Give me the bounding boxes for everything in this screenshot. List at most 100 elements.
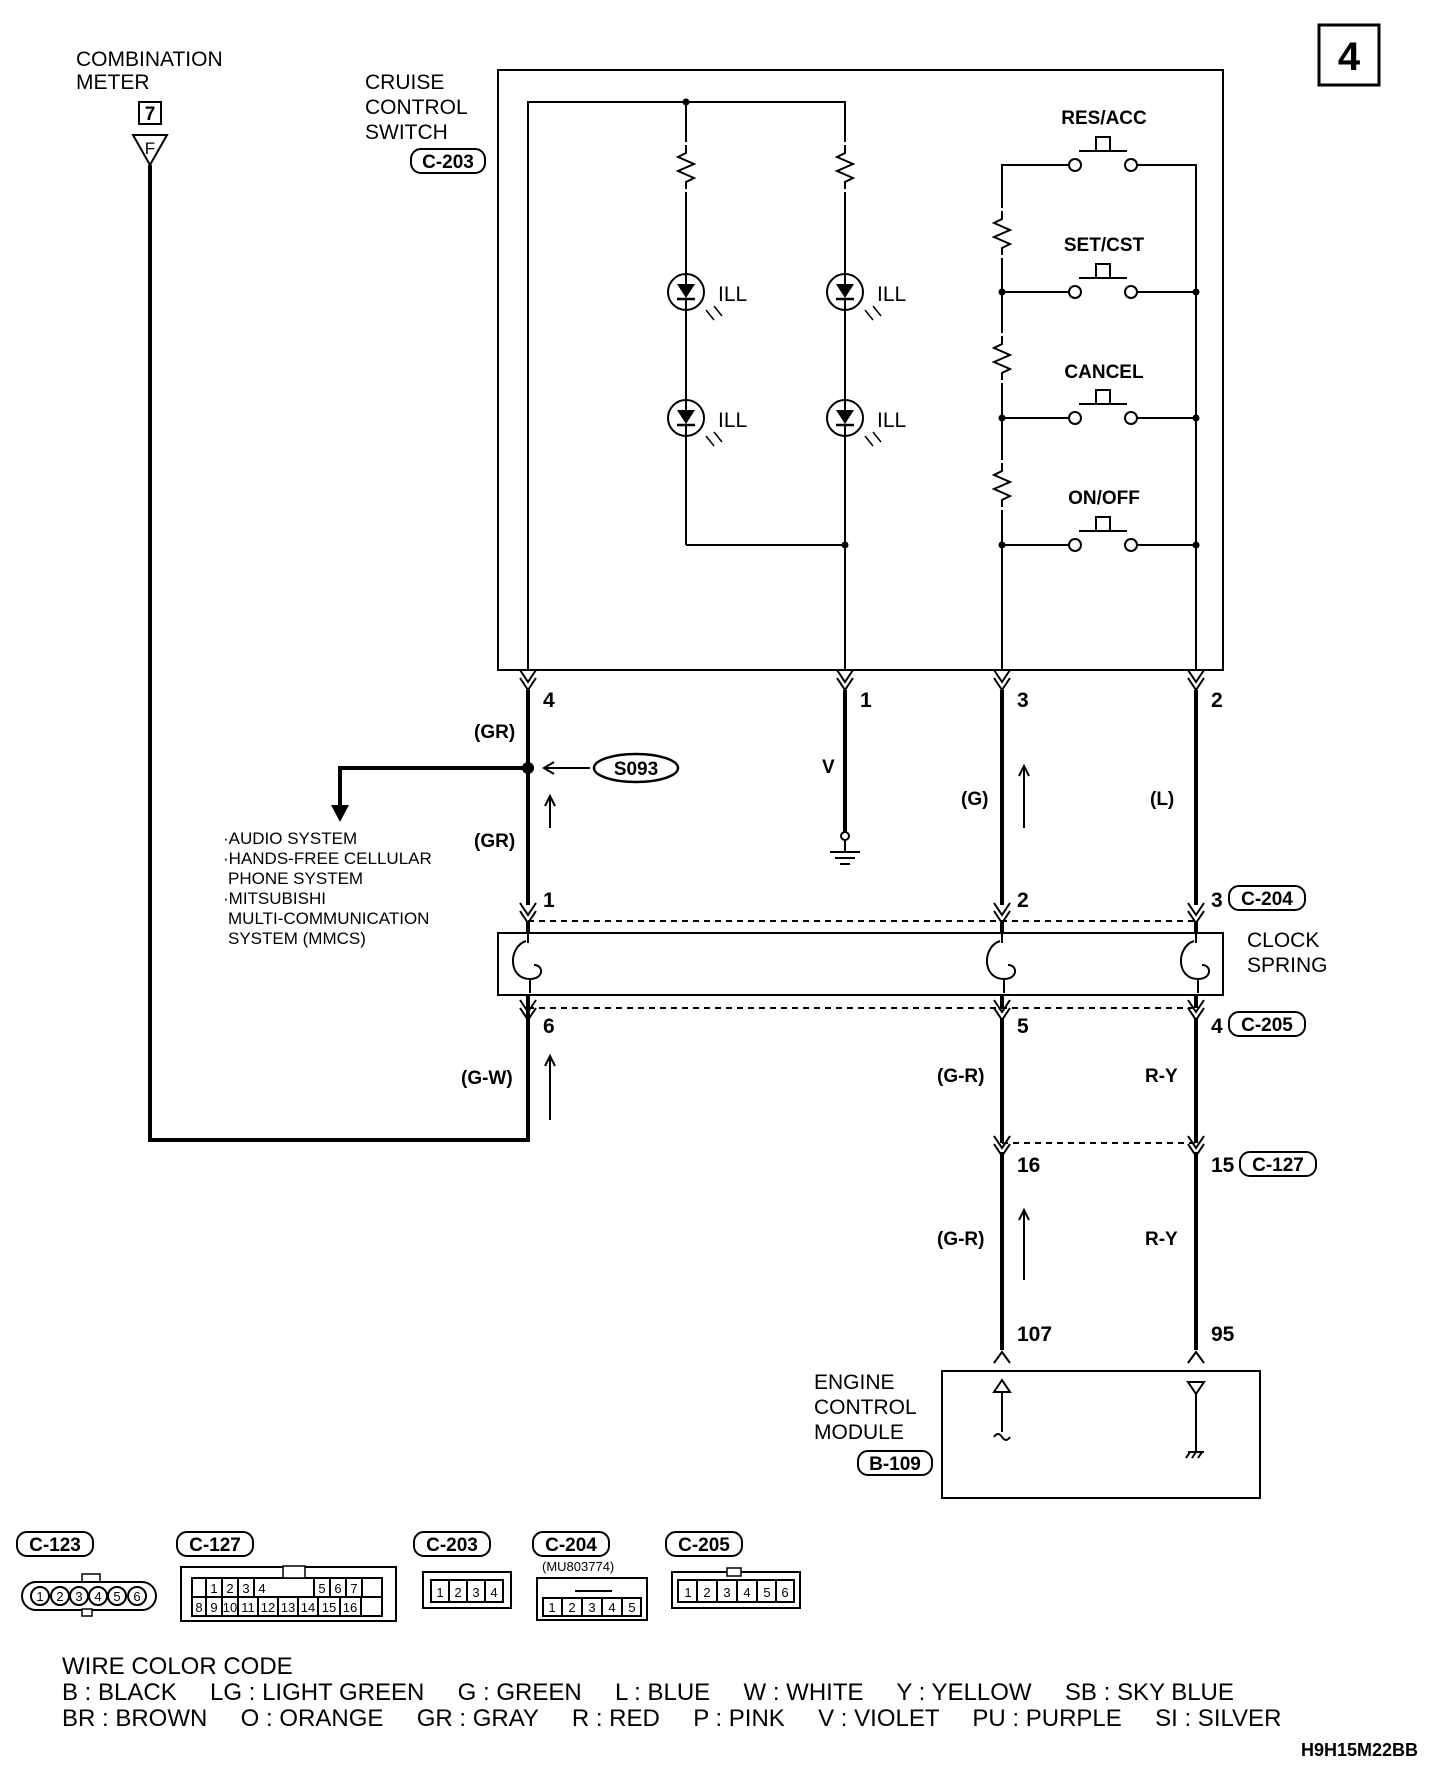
switch-circuit-right [1131, 164, 1197, 670]
connector-view-c123: C-123 1 2 3 4 5 6 [16, 1531, 157, 1617]
wire-label-ry: R-Y [1145, 1066, 1178, 1087]
ecm-label: ENGINE [814, 1371, 895, 1394]
svg-text:4: 4 [490, 1585, 497, 1600]
cruise-switch-connector: C-203 [422, 152, 474, 173]
switch-cancel-icon [1068, 389, 1138, 425]
flow-arrow-icon [544, 793, 556, 828]
clock-spring-box [497, 932, 1224, 996]
svg-text:3: 3 [242, 1581, 249, 1596]
connector-arrow-icon [993, 669, 1011, 691]
switch-on-off-icon [1068, 516, 1138, 552]
svg-text:C-204: C-204 [545, 1535, 597, 1556]
ill-label: ILL [718, 283, 747, 306]
c205-connector: C-205 [1241, 1015, 1293, 1036]
cruise-switch-label-3: SWITCH [365, 121, 448, 144]
clock-spring-coil-icon [511, 932, 543, 994]
connector-view-c127: C-127 1 2 3 4 5 6 7 8 9 10 11 12 13 14 1… [176, 1531, 397, 1622]
ecm-label-2: CONTROL [814, 1396, 917, 1419]
svg-text:9: 9 [210, 1600, 217, 1615]
switch-label-set-cst: SET/CST [1064, 235, 1145, 256]
svg-text:3: 3 [75, 1589, 82, 1604]
combination-meter-label: COMBINATION [76, 48, 223, 71]
splice-oval [592, 752, 680, 784]
svg-text:C-205: C-205 [678, 1535, 730, 1556]
svg-text:16: 16 [343, 1600, 357, 1615]
svg-text:5: 5 [628, 1600, 635, 1615]
branch-arrow-icon [331, 805, 349, 822]
svg-text:1: 1 [436, 1585, 443, 1600]
cruise-switch-box [497, 69, 1224, 671]
svg-text:3: 3 [723, 1585, 730, 1600]
wire-label-gr: (GR) [474, 722, 515, 743]
wire-label-gr-red: (G-R) [937, 1066, 984, 1087]
wire-label-l: (L) [1150, 789, 1174, 810]
svg-text:1: 1 [210, 1581, 217, 1596]
wire-color-code-row-1: B : BLACK LG : LIGHT GREEN G : GREEN L :… [62, 1679, 1234, 1706]
combination-meter-pin-box [138, 101, 162, 125]
clock-spring-bottom-pin: 5 [1017, 1015, 1029, 1038]
ecm-ground-icon [1185, 1451, 1204, 1459]
svg-text:(MU803774): (MU803774) [542, 1559, 614, 1574]
connector-arrow-icon [836, 669, 854, 691]
wire-color-code-row-2: BR : BROWN O : ORANGE GR : GRAY R : RED … [62, 1705, 1281, 1732]
svg-text:5: 5 [763, 1585, 770, 1600]
switch-label-res-acc: RES/ACC [1061, 108, 1147, 129]
flow-arrow-icon [1018, 763, 1030, 828]
c127-connector-box [1239, 1151, 1317, 1177]
c127-pin-16: 16 [1017, 1154, 1040, 1177]
page-number: 4 [1338, 35, 1361, 79]
clock-spring-label: CLOCK [1247, 929, 1319, 952]
wire-color-code-title: WIRE COLOR CODE [62, 1653, 293, 1680]
connector-view-c205: C-205 1 2 3 4 5 6 [665, 1531, 801, 1609]
svg-text:1: 1 [548, 1600, 555, 1615]
splice-pointer-icon [542, 761, 555, 775]
ecm-pin-107: 107 [1017, 1323, 1052, 1346]
cruise-switch-label: CRUISE [365, 71, 444, 94]
svg-text:4: 4 [94, 1589, 101, 1604]
wire-audio-branch [338, 766, 528, 810]
combination-meter-terminal-icon [131, 134, 169, 168]
clock-spring-label-2: SPRING [1247, 954, 1328, 977]
svg-text:7: 7 [350, 1581, 357, 1596]
cruise-switch-connector-box [410, 148, 486, 174]
svg-text:5: 5 [318, 1581, 325, 1596]
ill-label: ILL [718, 409, 747, 432]
switch-set-cst-icon [1068, 263, 1138, 299]
svg-text:10: 10 [223, 1600, 237, 1615]
wire-label-g: (G) [961, 789, 988, 810]
ecm-terminal-arrow-icon [993, 1350, 1011, 1364]
svg-text:2: 2 [56, 1589, 63, 1604]
audio-list-item: ·AUDIO SYSTEM [223, 829, 357, 848]
splice-label: S093 [614, 759, 658, 780]
svg-text:14: 14 [301, 1600, 315, 1615]
clock-spring-top-pin: 3 [1211, 889, 1223, 912]
flow-arrow-icon [544, 1053, 556, 1120]
switch-label-cancel: CANCEL [1064, 362, 1144, 383]
ill-label: ILL [877, 283, 906, 306]
clock-spring-coil-icon [1179, 932, 1211, 994]
svg-text:5: 5 [113, 1589, 120, 1604]
svg-text:3: 3 [472, 1585, 479, 1600]
figure-code: H9H15M22BB [1301, 1740, 1418, 1760]
c204-connector: C-204 [1241, 889, 1293, 910]
c204-connector-box [1228, 885, 1306, 911]
connector-view-c204: C-204 (MU803774) 1 2 3 4 5 [532, 1531, 648, 1621]
clock-spring-bottom-pin: 6 [543, 1015, 555, 1038]
led-icon [825, 272, 883, 322]
audio-list-item: ·MITSUBISHI [223, 889, 326, 908]
wire-label-gw: (G-W) [461, 1068, 513, 1089]
flow-arrow-icon [1018, 1207, 1030, 1280]
ecm-output-icon [1186, 1381, 1206, 1396]
combination-meter-label-2: METER [76, 71, 150, 94]
switch-pin-2: 2 [1211, 689, 1223, 712]
svg-text:11: 11 [241, 1600, 255, 1615]
wire-combination-meter [148, 165, 530, 1142]
wire-label-gr-2: (GR) [474, 831, 515, 852]
c127-pin-15: 15 [1211, 1154, 1235, 1177]
switch-label-on-off: ON/OFF [1068, 488, 1140, 509]
clock-spring-top-pin: 2 [1017, 889, 1029, 912]
audio-list-item: ·HANDS-FREE CELLULAR [223, 849, 432, 868]
ecm-pin-95: 95 [1211, 1323, 1235, 1346]
svg-text:C-123: C-123 [29, 1535, 81, 1556]
